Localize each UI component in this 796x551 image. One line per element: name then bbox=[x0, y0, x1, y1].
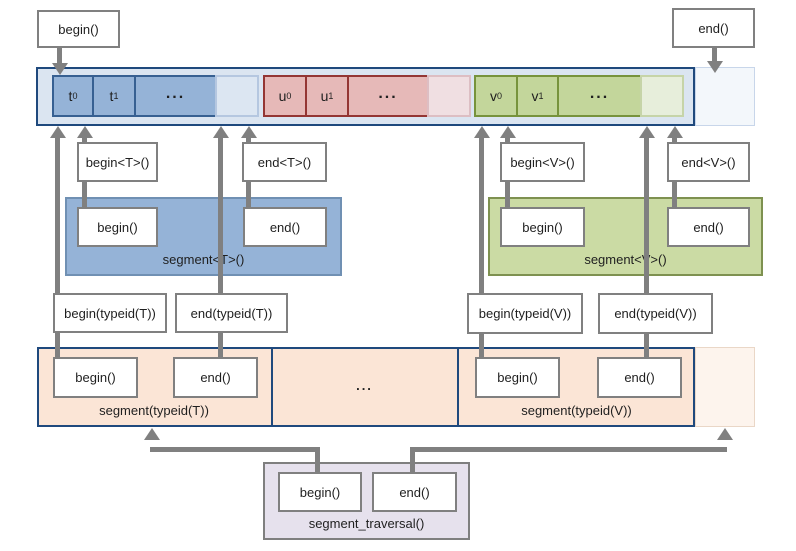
traversal-end-stub-line bbox=[410, 447, 415, 472]
cell-t1-sub: 1 bbox=[113, 90, 119, 101]
cell-u-ellipsis-label: ... bbox=[378, 84, 398, 102]
container-begin-arrowhead-icon bbox=[52, 63, 68, 75]
end-t-box: end<T>() bbox=[242, 142, 327, 182]
segment-typeid-t-label: segment(typeid(T)) bbox=[99, 403, 209, 418]
traversal-begin-arrowhead-icon bbox=[144, 428, 160, 440]
line-begin-typeid-v-to-row bbox=[479, 137, 484, 357]
cell-u0-base: u bbox=[278, 88, 287, 104]
segment-typeid-v-label: segment(typeid(V)) bbox=[521, 403, 632, 418]
line-begin-typeid-t-to-row bbox=[55, 137, 60, 357]
end-v-box: end<V>() bbox=[667, 142, 750, 182]
cell-u-ellipsis: ... bbox=[347, 75, 429, 117]
segment-typeid-divider-right bbox=[457, 347, 459, 427]
arrowhead-end-typeid-t-icon bbox=[213, 126, 229, 138]
cell-v1-sub: 1 bbox=[538, 90, 544, 101]
segment-typeid-end-extension bbox=[695, 347, 755, 427]
cell-t0-base: t bbox=[68, 88, 73, 104]
segment-v-label: segment<V>() bbox=[584, 252, 667, 267]
segment-v-begin-box: begin() bbox=[500, 207, 585, 247]
cell-u1-sub: 1 bbox=[328, 90, 334, 101]
arrowhead-end-typeid-v-icon bbox=[639, 126, 655, 138]
segment-typeid-v-end-box: end() bbox=[597, 357, 682, 398]
segment-t-begin-box: begin() bbox=[77, 207, 158, 247]
begin-v-box: begin<V>() bbox=[500, 142, 585, 182]
traversal-begin-stub-line bbox=[315, 447, 320, 472]
segment-traversal-begin-box: begin() bbox=[278, 472, 362, 512]
traversal-begin-horizontal-line bbox=[150, 447, 320, 452]
cell-v-end-faded bbox=[640, 75, 684, 117]
segment-typeid-v-begin-box: begin() bbox=[475, 357, 560, 398]
arrowhead-begin-t-icon bbox=[77, 126, 93, 138]
cell-v0-sub: 0 bbox=[496, 90, 502, 101]
begin-t-box: begin<T>() bbox=[77, 142, 158, 182]
segment-t-label: segment<T>() bbox=[162, 252, 245, 267]
element-container-end-extension bbox=[695, 67, 755, 126]
cell-v1-base: v bbox=[531, 88, 539, 104]
cell-t-end-faded bbox=[215, 75, 259, 117]
cell-t-ellipsis-label: ... bbox=[165, 84, 186, 102]
segment-t-end-box: end() bbox=[243, 207, 327, 247]
segment-typeid-ellipsis: ... bbox=[356, 378, 373, 393]
segment-typeid-divider-left bbox=[271, 347, 273, 427]
cell-u1-base: u bbox=[320, 88, 329, 104]
container-end-box: end() bbox=[672, 8, 755, 48]
end-typeid-v-box: end(typeid(V)) bbox=[598, 293, 713, 334]
arrowhead-end-t-icon bbox=[241, 126, 257, 138]
cell-u0-sub: 0 bbox=[286, 90, 292, 101]
segment-traversal-end-box: end() bbox=[372, 472, 457, 512]
line-end-typeid-v-to-row bbox=[644, 137, 649, 357]
segment-typeid-t-begin-box: begin() bbox=[53, 357, 138, 398]
arrowhead-begin-typeid-t-icon bbox=[50, 126, 66, 138]
cell-v-ellipsis-label: ... bbox=[589, 84, 610, 102]
cell-t1-base: t bbox=[109, 88, 114, 104]
container-end-arrowhead-icon bbox=[707, 61, 723, 73]
arrowhead-begin-typeid-v-icon bbox=[474, 126, 490, 138]
cell-t0-sub: 0 bbox=[72, 90, 78, 101]
segment-typeid-row bbox=[37, 347, 695, 427]
end-typeid-t-box: end(typeid(T)) bbox=[175, 293, 288, 333]
arrowhead-end-v-icon bbox=[667, 126, 683, 138]
container-begin-arrow-line bbox=[57, 46, 62, 64]
begin-typeid-t-box: begin(typeid(T)) bbox=[53, 293, 167, 333]
traversal-end-arrowhead-icon bbox=[717, 428, 733, 440]
begin-typeid-v-box: begin(typeid(V)) bbox=[467, 293, 583, 334]
container-end-arrow-line bbox=[712, 48, 717, 62]
segment-traversal-label: segment_traversal() bbox=[308, 516, 425, 531]
container-begin-box: begin() bbox=[37, 10, 120, 48]
cell-u-end-faded bbox=[427, 75, 471, 117]
line-end-typeid-t-to-row bbox=[218, 137, 223, 357]
cell-t-ellipsis: ... bbox=[134, 75, 217, 117]
segment-v-end-box: end() bbox=[667, 207, 750, 247]
traversal-end-horizontal-line bbox=[410, 447, 727, 452]
segment-typeid-t-end-box: end() bbox=[173, 357, 258, 398]
cell-v-ellipsis: ... bbox=[557, 75, 642, 117]
cell-v0-base: v bbox=[489, 88, 497, 104]
arrowhead-begin-v-icon bbox=[500, 126, 516, 138]
